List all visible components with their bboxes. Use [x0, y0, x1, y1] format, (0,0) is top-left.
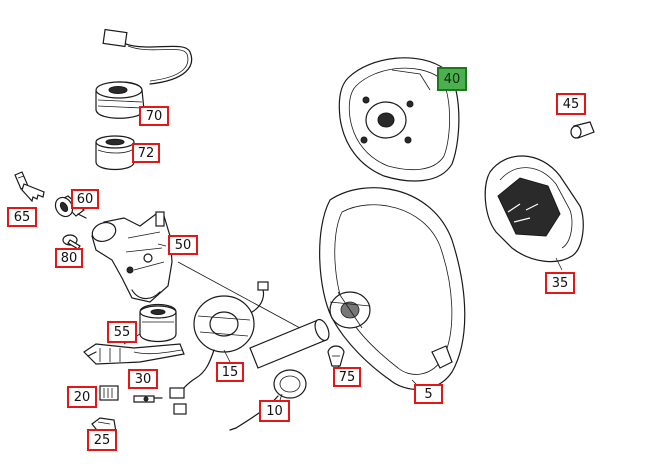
steering-column-tube [249, 318, 330, 369]
callout-40[interactable]: 40 [437, 67, 467, 91]
part-50-steering-lock [91, 211, 173, 303]
callout-55[interactable]: 55 [107, 321, 137, 343]
part-65-key [14, 171, 45, 203]
part-45-nut [570, 121, 595, 139]
part-80-bolt [62, 234, 81, 250]
part-plug [133, 395, 163, 403]
callout-10[interactable]: 10 [259, 400, 290, 422]
part-72-ring [95, 135, 135, 171]
callout-75[interactable]: 75 [333, 367, 361, 387]
part-55-switch [139, 303, 177, 343]
part-5-steering-wheel [319, 187, 466, 391]
part-35-passenger-airbag [484, 155, 584, 263]
callout-25[interactable]: 25 [87, 429, 117, 451]
part-30-connector-cable [83, 343, 185, 365]
part-75-clip [327, 345, 345, 367]
callout-5[interactable]: 5 [414, 384, 443, 404]
callout-30[interactable]: 30 [128, 369, 158, 389]
callout-20[interactable]: 20 [67, 386, 97, 408]
callout-70[interactable]: 70 [139, 106, 169, 126]
callout-50[interactable]: 50 [168, 235, 198, 255]
part-15-clock-spring [169, 281, 269, 415]
part-20-connector [99, 385, 119, 401]
callout-15[interactable]: 15 [216, 362, 244, 382]
callout-60[interactable]: 60 [71, 189, 99, 209]
callout-35[interactable]: 35 [545, 272, 575, 294]
callout-45[interactable]: 45 [556, 93, 586, 115]
callout-80[interactable]: 80 [55, 248, 83, 268]
part-40-driver-airbag [338, 57, 460, 182]
part-70-lock-housing [95, 28, 193, 121]
callout-72[interactable]: 72 [132, 143, 160, 163]
callout-65[interactable]: 65 [7, 207, 37, 227]
